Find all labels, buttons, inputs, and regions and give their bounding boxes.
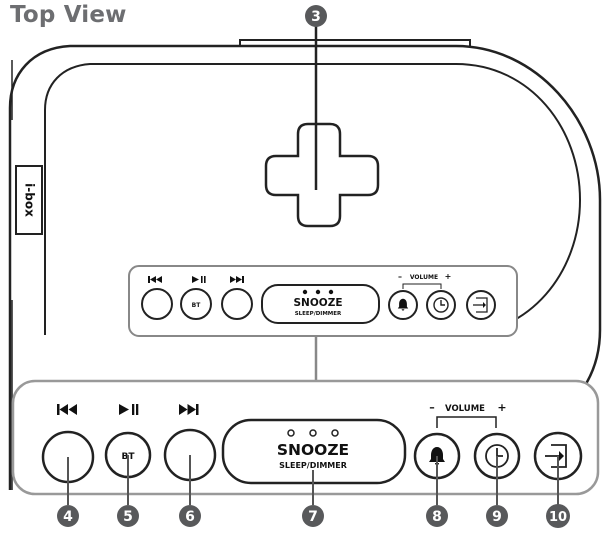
brand-label: i-box: [23, 183, 37, 217]
svg-text:10: 10: [549, 510, 567, 525]
next-track-icon: [179, 404, 199, 415]
svg-text:5: 5: [123, 509, 133, 525]
svg-text:9: 9: [492, 509, 502, 525]
clock-icon: [433, 297, 449, 313]
previous-track-icon: [148, 276, 162, 283]
zoom-control-panel: BT SNOOZE SLEEP/DIMMER – VOLUME +: [11, 379, 600, 496]
input-source-button[interactable]: [466, 290, 496, 320]
cross-pad[interactable]: [264, 122, 380, 228]
svg-text:4: 4: [63, 509, 73, 525]
callout-5: 5: [117, 505, 139, 527]
callout-8: 8: [426, 505, 448, 527]
clock-button[interactable]: [426, 290, 456, 320]
callout-leaders: [67, 455, 559, 505]
input-source-icon: [473, 297, 488, 313]
svg-text:6: 6: [185, 509, 195, 525]
callout-4: 4: [57, 505, 79, 527]
snooze-label: SNOOZE: [294, 297, 343, 309]
bt-button[interactable]: [180, 288, 212, 320]
svg-text:3: 3: [311, 9, 321, 25]
svg-text:–: –: [398, 272, 402, 281]
play-pause-icon: [119, 404, 139, 415]
top-control-panel: BT SNOOZE SLEEP/DIMMER – VOLUME +: [128, 265, 518, 337]
snooze-label: SNOOZE: [277, 441, 349, 459]
play-pause-icon: [192, 276, 206, 283]
brand-tab: i-box: [15, 165, 43, 235]
sleep-dimmer-label: SLEEP/DIMMER: [279, 461, 347, 470]
snooze-indicator-dots: [302, 289, 334, 295]
snooze-button[interactable]: [261, 284, 380, 324]
device-body: [8, 39, 602, 490]
bt-label: BT: [192, 302, 202, 309]
svg-text:+: +: [445, 272, 452, 281]
volume-bracket: – VOLUME +: [429, 401, 507, 428]
callout-3: 3: [305, 5, 327, 27]
volume-label: VOLUME: [445, 404, 485, 414]
page-title: Top View: [10, 2, 127, 28]
next-track-button[interactable]: [221, 288, 253, 320]
callout-6: 6: [179, 505, 201, 527]
alarm-button[interactable]: [388, 290, 418, 320]
volume-bracket: – VOLUME +: [398, 272, 451, 289]
previous-track-icon: [57, 404, 77, 415]
volume-label: VOLUME: [410, 274, 438, 281]
callout-7: 7: [302, 505, 324, 527]
svg-text:–: –: [429, 401, 435, 414]
callout-9: 9: [486, 505, 508, 527]
snooze-indicator-dots: [287, 429, 339, 437]
svg-text:+: +: [497, 401, 506, 414]
next-track-icon: [230, 276, 244, 283]
svg-text:8: 8: [432, 509, 442, 525]
callout-10: 10: [546, 504, 570, 528]
previous-track-button[interactable]: [141, 288, 173, 320]
sleep-dimmer-label: SLEEP/DIMMER: [295, 311, 342, 317]
svg-text:7: 7: [308, 509, 318, 525]
